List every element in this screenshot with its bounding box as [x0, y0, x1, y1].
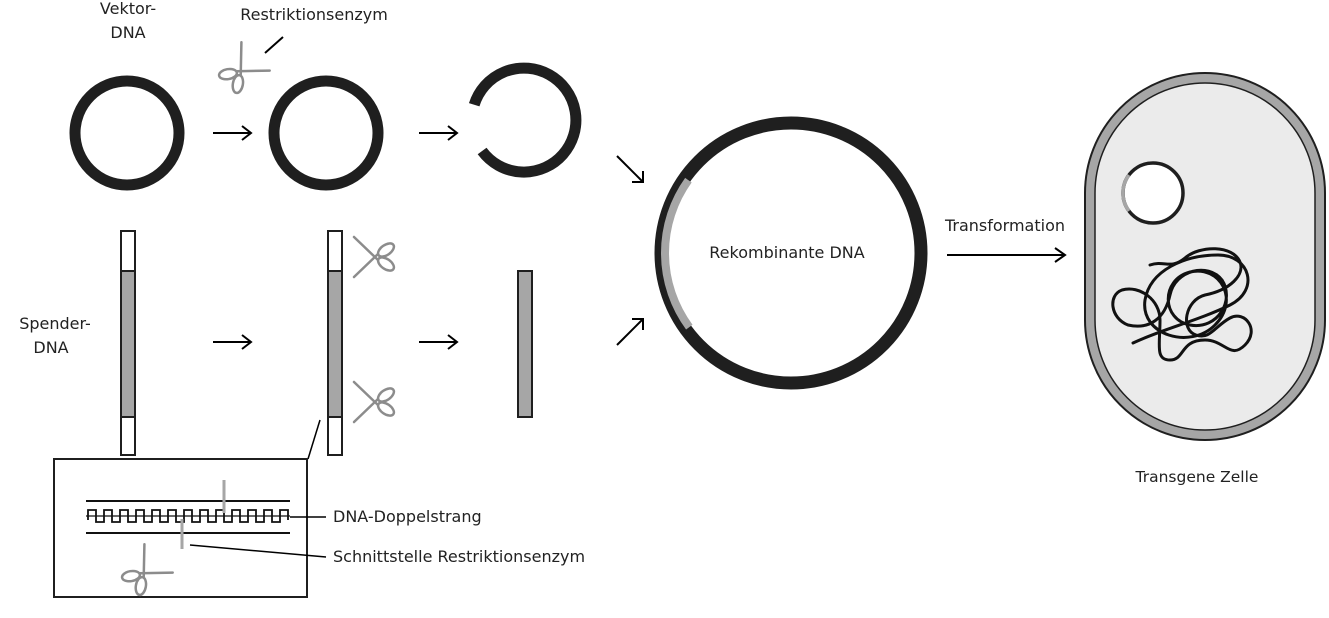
transformation-label: Transformation [944, 216, 1065, 235]
transgenic-cell-label: Transgene Zelle [1135, 468, 1259, 486]
scissors-icon-bottom-cut [354, 382, 396, 422]
plasmid-before-cut [274, 81, 378, 185]
donor-dna-strand-cut [328, 231, 342, 455]
donor-dna-strand [121, 231, 135, 455]
cut-site-label: Schnittstelle Restriktionsenzym [333, 547, 585, 566]
donor-dna-label-line1: Spender- [19, 314, 91, 333]
restriction-enzyme-pointer [265, 37, 283, 53]
restriction-enzyme-label: Restriktionsenzym [240, 5, 388, 24]
scissors-icon-enzyme [212, 42, 270, 100]
scissors-icon-top-cut [354, 237, 396, 277]
arrow-3-shaft [617, 156, 642, 181]
recombinant-dna-label: Rekombinante DNA [709, 243, 864, 262]
donor-dna-label-line2: DNA [33, 338, 68, 357]
dna-double-strand-label: DNA-Doppelstrang [333, 507, 482, 526]
detail-callout-line [308, 420, 320, 459]
arrow-6-shaft [617, 320, 642, 345]
cell-plasmid [1123, 163, 1183, 223]
opened-plasmid [474, 68, 576, 172]
donor-dna-fragment [518, 271, 532, 417]
vector-dna-label-line1: Vektor- [100, 0, 156, 18]
vector-plasmid [75, 81, 179, 185]
vector-dna-label-line2: DNA [110, 23, 145, 42]
